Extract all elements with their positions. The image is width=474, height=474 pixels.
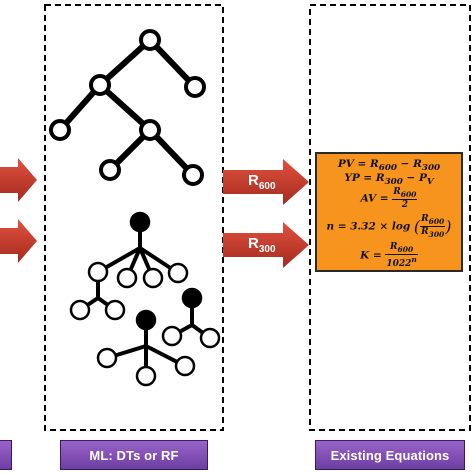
yp-minus: P xyxy=(418,172,427,184)
av-den: 2 xyxy=(401,199,408,210)
n-fraction: R600 R300 xyxy=(420,214,446,239)
pv-rhs: R xyxy=(370,158,379,170)
n-num-sub: 600 xyxy=(428,216,445,226)
n-den-sub: 300 xyxy=(428,229,445,239)
forest-node xyxy=(96,347,118,369)
equation-k: K = R600 1022n xyxy=(360,242,418,269)
tree-node xyxy=(184,76,206,98)
forest-node xyxy=(161,325,183,347)
forest-node xyxy=(116,267,138,289)
decision-tree-icon xyxy=(57,37,198,178)
k-den: 1022 xyxy=(386,258,412,269)
equations-panel-border xyxy=(309,4,471,431)
equation-yp: YP = R300 − PV xyxy=(344,172,434,188)
tree-node xyxy=(49,119,71,141)
av-num: R xyxy=(393,187,401,197)
forest-node xyxy=(69,299,91,321)
random-forest-nodes xyxy=(69,211,221,387)
n-coef: 3.32 xyxy=(350,220,376,233)
forest-node xyxy=(87,261,109,283)
forest-node xyxy=(167,262,189,284)
r600-arrow xyxy=(223,159,309,205)
n-num: R xyxy=(421,214,429,224)
pv-minus-sub: 300 xyxy=(421,163,441,174)
equation-n: n = 3.32 × log ( R600 R300 ) xyxy=(326,214,452,239)
left-panel-label xyxy=(0,440,12,470)
n-lhs: n xyxy=(326,220,335,233)
equation-pv: PV = R600 − R300 xyxy=(337,158,441,174)
r300-label: R300 xyxy=(248,235,276,255)
n-func: log xyxy=(391,220,411,233)
r300-main: R xyxy=(248,235,259,252)
tree-node xyxy=(139,29,161,51)
r600-label: R600 xyxy=(248,172,276,192)
r300-arrow xyxy=(223,222,309,268)
forest-root-node xyxy=(129,211,151,233)
incoming-arrow-bottom xyxy=(0,219,37,263)
yp-rhs: R xyxy=(375,172,385,184)
existing-equations-label: Existing Equations xyxy=(315,440,465,470)
incoming-arrow-top xyxy=(0,158,37,202)
av-fraction: R600 2 xyxy=(392,187,418,210)
forest-node xyxy=(104,299,126,321)
tree-node xyxy=(182,164,204,186)
av-num-sub: 600 xyxy=(400,189,417,199)
ml-panel-border xyxy=(44,4,224,431)
k-num: R xyxy=(390,242,398,252)
k-den-sup: n xyxy=(411,254,417,264)
ml-panel-label: ML: DTs or RF xyxy=(60,440,208,470)
equations-box: PV = R600 − R300 YP = R300 − PV AV = R60… xyxy=(315,152,463,272)
av-lhs: AV xyxy=(360,192,377,205)
tree-node xyxy=(89,74,111,96)
tree-node xyxy=(139,119,161,141)
tree-node xyxy=(99,159,121,181)
pv-minus: R xyxy=(413,158,422,170)
n-den: R xyxy=(421,226,429,237)
yp-rhs-sub: 300 xyxy=(384,177,403,188)
forest-node xyxy=(199,327,221,349)
forest-root-node xyxy=(135,309,157,331)
k-num-sub: 600 xyxy=(397,244,414,254)
r300-sub: 300 xyxy=(258,244,276,255)
pv-lhs: PV xyxy=(337,158,354,170)
k-lhs: K xyxy=(360,249,370,262)
equation-av: AV = R600 2 xyxy=(360,187,418,210)
r600-main: R xyxy=(248,172,259,189)
forest-root-node xyxy=(181,287,203,309)
k-fraction: R600 1022n xyxy=(385,242,418,269)
yp-lhs: YP xyxy=(344,172,360,184)
decision-tree-nodes xyxy=(49,29,206,186)
r600-sub: 600 xyxy=(258,181,276,192)
forest-node xyxy=(135,365,157,387)
pv-rhs-sub: 600 xyxy=(378,163,398,174)
yp-minus-sub: V xyxy=(426,177,434,188)
forest-node xyxy=(142,267,164,289)
forest-node xyxy=(174,355,196,377)
